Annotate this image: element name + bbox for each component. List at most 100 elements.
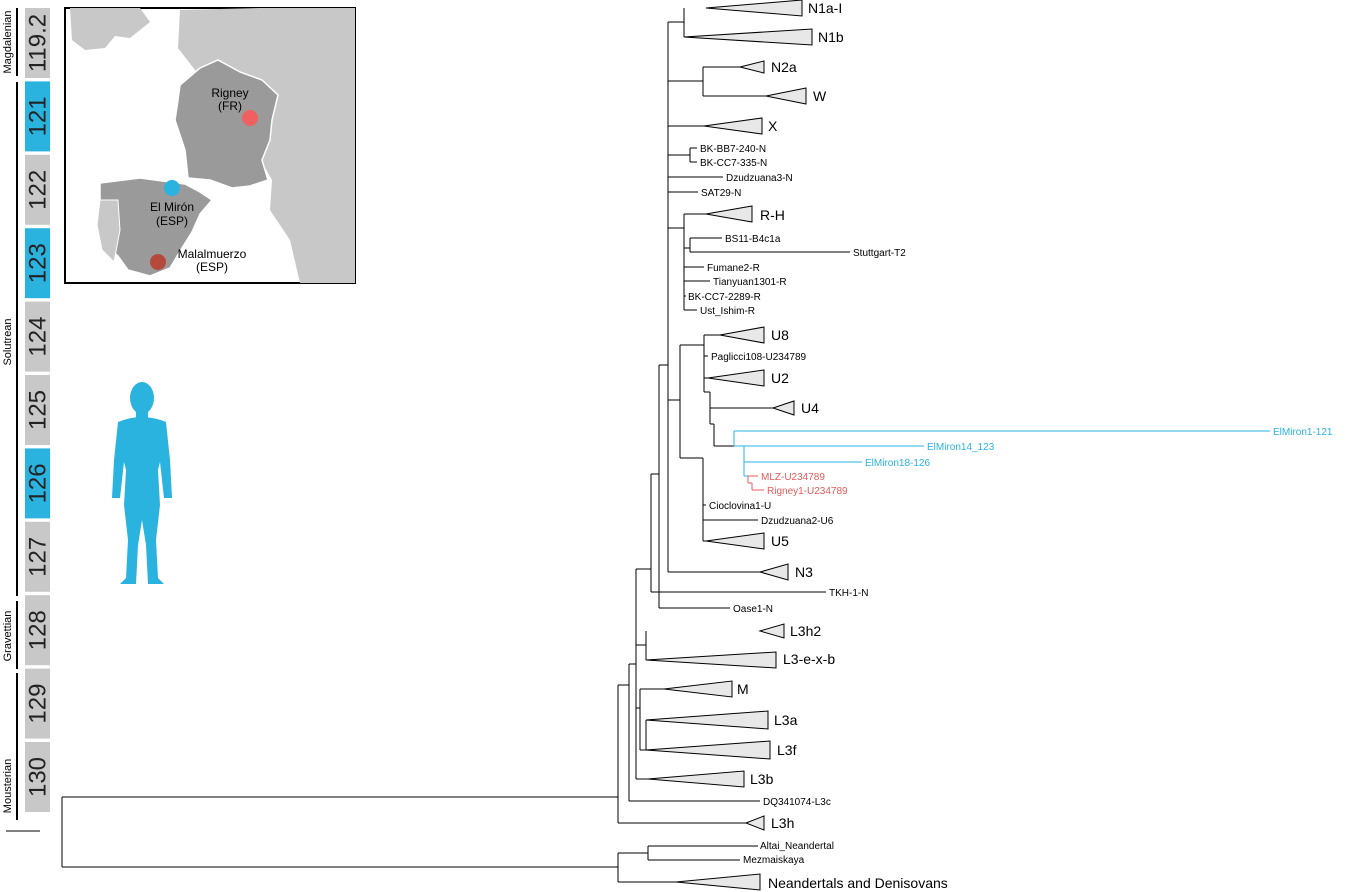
- site-label-rigney: Rigney: [211, 86, 248, 100]
- clade-label-u4: U4: [801, 400, 819, 416]
- sample-id-label: 125: [25, 390, 52, 430]
- clade-triangle-n2a: [739, 60, 765, 74]
- clade-label-l3h2: L3h2: [790, 623, 821, 639]
- site-sub-malalmuerzo: (ESP): [196, 260, 228, 274]
- clade-triangle-m: [663, 680, 733, 698]
- sample-box-bg: [25, 521, 50, 592]
- clade-triangle-n1b: [683, 28, 813, 46]
- leaf-label: TKH-1-N: [829, 588, 868, 599]
- clade-label-w: W: [813, 88, 827, 104]
- sample-id-label: 119.2: [25, 14, 52, 72]
- sample-box: 121: [25, 81, 52, 152]
- leaf-label: Oase1-N: [733, 604, 773, 615]
- sample-box: 126: [25, 448, 52, 519]
- clade-label-u5: U5: [771, 533, 789, 549]
- period-label-mousterian: Mousterian: [2, 759, 14, 813]
- clade-triangle-n3: [758, 563, 789, 581]
- site-dot-rigney: [242, 110, 258, 126]
- leaf-label: Paglicci108-U234789: [711, 352, 807, 363]
- clade-label-l3h: L3h: [771, 815, 794, 831]
- leaf-label: Dzudzuana3-N: [726, 173, 793, 184]
- sample-box: 128: [25, 595, 52, 666]
- clade-triangle-l3h2: [758, 623, 785, 639]
- site-label-elmiron: El Mirón: [150, 200, 194, 214]
- period-label-gravettian: Gravettian: [2, 611, 14, 662]
- leaf-label: BK-CC7-335-N: [700, 158, 767, 169]
- sample-box-bg: [25, 228, 50, 299]
- leaf-label: Ust_Ishim-R: [700, 306, 755, 317]
- clade-triangle-u4: [771, 400, 795, 416]
- map-country-france: [174, 59, 279, 189]
- sample-box: 119.2: [25, 8, 52, 78]
- sample-box-bg: [25, 8, 50, 78]
- sample-box-bg: [25, 595, 50, 666]
- sample-id-label: 124: [25, 317, 52, 357]
- clade-label-u8: U8: [771, 327, 789, 343]
- clade-label-m: M: [737, 681, 749, 697]
- clade-label-n1a-i: N1a-I: [808, 0, 842, 16]
- clade-triangle-u2: [707, 369, 765, 387]
- sample-box-bg: [25, 668, 50, 739]
- clade-triangle-n1a-i: [705, 0, 803, 17]
- leaf-label: Mezmaiskaya: [743, 855, 805, 866]
- site-sub-rigney: (FR): [218, 99, 242, 113]
- clade-triangle-l3b: [647, 770, 745, 788]
- leaf-label: BS11-B4c1a: [725, 234, 781, 245]
- period-label-solutrean: Solutrean: [2, 318, 14, 365]
- leaf-label: SAT29-N: [701, 188, 741, 199]
- period-column: Magdalenian Solutrean Gravettian Mouster…: [2, 8, 18, 820]
- sample-box-bg: [25, 154, 50, 225]
- clade-triangle-l3f: [645, 740, 771, 760]
- leaf-label: Stuttgart-T2: [853, 248, 906, 259]
- clade-label-l3-e-x-b: L3-e-x-b: [783, 651, 835, 667]
- clade-label-l3a: L3a: [774, 712, 798, 728]
- human-figure-icon: [112, 382, 172, 584]
- sample-box-bg: [25, 81, 50, 152]
- sample-id-label: 126: [25, 463, 52, 503]
- leaf-label: Dzudzuana2-U6: [761, 516, 834, 527]
- clade-triangle-neandertals: [675, 873, 761, 891]
- map-land-britain: [70, 8, 150, 50]
- leaf-label: DQ341074-L3c: [763, 797, 831, 808]
- clade-triangle-w: [765, 87, 807, 105]
- clade-label-l3f: L3f: [777, 742, 797, 758]
- clade-triangle-l3-e-x-b: [645, 651, 777, 669]
- sample-box-bg: [25, 301, 50, 372]
- leaf-label: BK-CC7-2289-R: [688, 292, 761, 303]
- clade-triangle-l3h: [744, 815, 765, 831]
- map-country-portugal: [96, 199, 121, 264]
- leaf-label-mlz: MLZ-U234789: [761, 472, 825, 483]
- clade-triangle-l3a: [645, 710, 769, 730]
- leaf-label-rigney1: Rigney1-U234789: [767, 486, 848, 497]
- sample-box: 122: [25, 154, 52, 225]
- sample-box-bg: [25, 448, 50, 519]
- sample-id-label: 128: [25, 610, 52, 650]
- clade-triangle-x: [703, 117, 763, 135]
- sample-box: 130: [25, 742, 52, 812]
- clade-label-l3b: L3b: [750, 771, 774, 787]
- clade-triangle-u8: [719, 326, 765, 344]
- leaf-label-elmiron18: ElMiron18-126: [865, 458, 930, 469]
- sample-box: 129: [25, 668, 52, 739]
- clade-label-u2: U2: [771, 370, 789, 386]
- clade-label-n2a: N2a: [771, 59, 797, 75]
- sample-id-label: 127: [25, 537, 52, 577]
- sample-box-bg: [25, 742, 50, 812]
- clade-label-n1b: N1b: [818, 29, 844, 45]
- site-sub-elmiron: (ESP): [156, 214, 188, 228]
- sample-id-label: 130: [25, 757, 52, 797]
- site-dot-elmiron: [164, 180, 180, 196]
- period-label-magdalenian: Magdalenian: [2, 11, 14, 74]
- clade-label-neandertals-denisovans: Neandertals and Denisovans: [768, 875, 948, 891]
- sample-id-label: 129: [25, 684, 52, 724]
- clade-triangle-r-h: [705, 205, 753, 223]
- clade-label-x: X: [768, 118, 778, 134]
- site-label-malalmuerzo: Malalmuerzo: [178, 247, 247, 261]
- sample-box-bg: [25, 375, 50, 445]
- leaf-label: Altai_Neandertal: [760, 841, 834, 852]
- sample-box: 127: [25, 521, 52, 592]
- leaf-label: Fumane2-R: [707, 263, 760, 274]
- collapsed-clades: [645, 0, 813, 891]
